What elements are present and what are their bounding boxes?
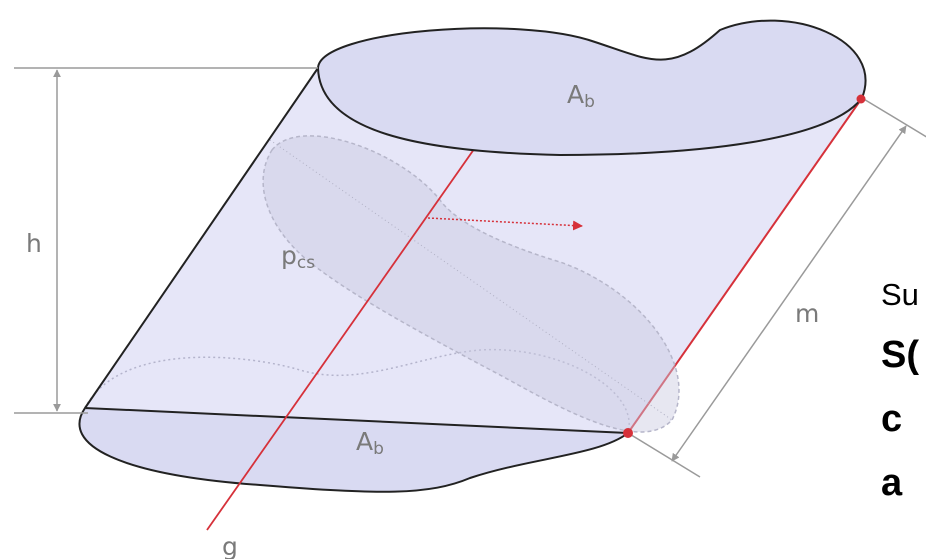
bottom-base-label: Ab bbox=[356, 427, 384, 459]
height-label: h bbox=[26, 229, 42, 258]
cross-section-major-axis bbox=[269, 139, 673, 421]
cross-section-label: pcs bbox=[281, 241, 315, 273]
axis-label: g bbox=[222, 532, 238, 559]
cross-section-label-sub: cs bbox=[297, 253, 315, 273]
top-base-label-main: A bbox=[567, 80, 584, 109]
slant-label: m bbox=[795, 299, 819, 328]
top-base-label-sub: b bbox=[584, 92, 595, 112]
bottom-base-hidden-edge bbox=[84, 348, 630, 434]
side-text-line-2: S( bbox=[881, 334, 919, 376]
cylinder-body bbox=[85, 68, 862, 433]
cross-section-label-main: p bbox=[281, 241, 297, 270]
side-text-line-3: c bbox=[881, 398, 903, 440]
bottom-base-label-sub: b bbox=[373, 439, 384, 459]
normal-vector-arrow bbox=[427, 217, 583, 231]
slant-extension-bottom bbox=[627, 432, 701, 478]
left-side-edge bbox=[84, 67, 319, 409]
top-base-label: Ab bbox=[567, 80, 595, 112]
side-text-line-1: Su bbox=[881, 277, 919, 312]
slant-extension-top bbox=[861, 97, 926, 138]
bottom-base-label-main: A bbox=[356, 427, 373, 456]
bottom-right-point bbox=[623, 428, 633, 438]
slant-dimension-line bbox=[671, 125, 907, 462]
cross-section bbox=[262, 135, 680, 433]
bottom-base-front bbox=[78, 406, 631, 493]
axis-line bbox=[206, 104, 506, 531]
side-text-line-4: a bbox=[881, 462, 903, 504]
top-base bbox=[316, 19, 867, 157]
top-right-point bbox=[856, 94, 866, 104]
